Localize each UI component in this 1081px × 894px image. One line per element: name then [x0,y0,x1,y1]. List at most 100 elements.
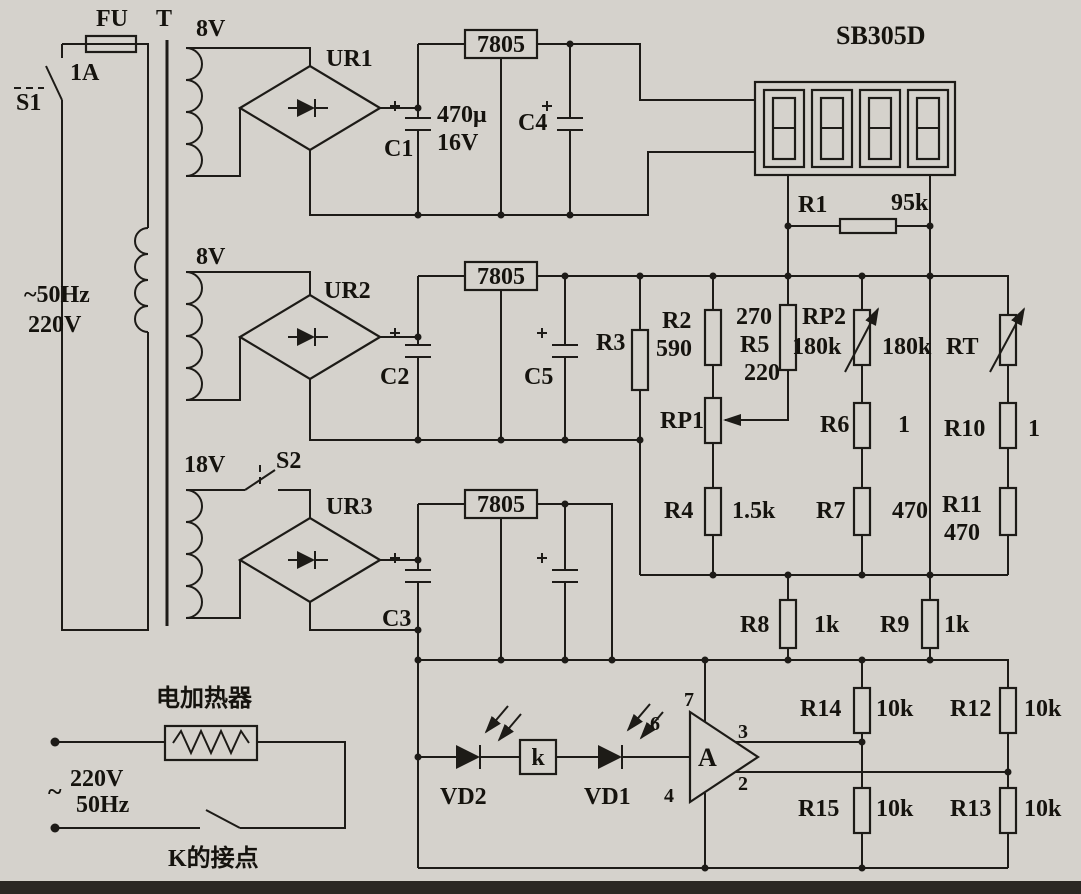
seven-segment-display-sb305d [753,80,957,177]
label-ur2: UR2 [324,278,371,304]
capacitor-c4 [542,101,583,131]
display-digit-4 [915,96,941,161]
label-heater-tilde: ~ [48,777,62,806]
label-rp2-value: 180k [792,334,842,360]
label-rp2: RP2 [802,304,846,330]
resistor-bodies [630,217,1025,835]
label-winding-top: 8V [196,16,226,42]
label-r4: R4 [664,498,693,524]
label-r5-series-value: 270 [736,304,772,330]
secondary-coil-3 [185,489,203,619]
resistor-r3-body [630,328,650,392]
circuit-wires [14,40,1009,869]
resistor-r10-body [998,401,1018,450]
relay-k-box: k [518,738,558,776]
label-c3: C3 [382,606,411,632]
display-digit-2 [819,96,845,161]
label-mains-frequency: ~50Hz [24,282,90,308]
label-r15: R15 [798,796,839,822]
junction-dots [414,40,1012,872]
regulator-7805-2: 7805 [463,260,539,292]
label-mains-voltage: 220V [28,312,82,338]
label-ur3: UR3 [326,494,373,520]
section3-wires [186,469,1009,869]
label-c5: C5 [524,364,553,390]
resistor-r6-body [852,401,872,450]
label-winding-middle: 8V [196,244,226,270]
label-r9-value: 1k [944,612,970,638]
capacitor-c3 [390,553,431,583]
label-fuse-rating: 1A [70,60,100,86]
label-vd1: VD1 [584,784,631,810]
label-c1-value: 470μ [437,102,487,128]
opamp-a [688,709,760,805]
capacitor-c1 [390,101,431,131]
label-r4-value: 1.5k [732,498,776,524]
right-network-wires [640,365,1009,868]
label-r2-value: 590 [656,336,692,362]
regulator-7805-3: 7805 [463,488,539,520]
label-c2: C2 [380,364,409,390]
label-r12: R12 [950,696,991,722]
label-r3: R3 [596,330,625,356]
regulator-3-label: 7805 [477,492,525,518]
scan-edge-shadow [0,881,1081,894]
label-pin3: 3 [738,721,748,743]
label-r13: R13 [950,796,991,822]
label-switch-s2: S2 [276,448,301,474]
label-c4: C4 [518,110,547,136]
label-r15-value: 10k [876,796,914,822]
label-vd2: VD2 [440,784,487,810]
resistor-r7-body [852,486,872,537]
label-r5-value: 220 [744,360,780,386]
label-rp1: RP1 [660,408,704,434]
heater-circuit-wires [55,741,346,829]
secondary-coil-1 [185,47,203,177]
potentiometer-rp1-body [703,396,723,445]
label-r10: R10 [944,416,985,442]
label-c1-rating: 16V [437,130,479,156]
capacitor-c6 [537,553,578,583]
label-r7: R7 [816,498,845,524]
resistor-r8-body [778,598,798,650]
labels: FU T 1A S1 ~50Hz 220V 8V 8V 18V S2 UR1 U… [16,6,1062,872]
display-feedback-wires [787,175,931,600]
resistor-r2-body [703,308,723,367]
capacitor-c5 [537,328,578,358]
label-r13-value: 10k [1024,796,1062,822]
resistor-r15-body [852,786,872,835]
resistor-r12-body [998,686,1018,735]
regulator-7805-1: 7805 [463,28,539,60]
label-r1: R1 [798,192,827,218]
label-rt: RT [946,334,979,360]
rp1-wiper-wire [723,370,789,426]
label-winding-bottom: 18V [184,452,226,478]
regulator-1-label: 7805 [477,32,525,58]
label-transformer: T [156,6,172,32]
label-r7-value: 470 [892,498,928,524]
primary-loop-wire [45,43,149,631]
label-opamp: A [698,743,717,772]
potentiometer-rp2-body [852,308,872,367]
resistor-r13-body [998,786,1018,835]
label-k-contact: K的接点 [168,844,259,872]
bridge-rectifier-ur2 [237,293,383,381]
secondary-coil-2 [185,271,203,401]
relay-k-label: k [531,745,545,771]
capacitor-c2 [390,328,431,358]
label-r6-value: 1 [898,412,910,438]
label-rp2-value-2: 180k [882,334,932,360]
label-pin2: 2 [738,773,748,795]
label-r14: R14 [800,696,841,722]
label-r8: R8 [740,612,769,638]
label-pin7: 7 [684,689,694,711]
label-r9: R9 [880,612,909,638]
label-pin6: 6 [650,713,660,735]
label-fuse: FU [96,6,128,32]
section1-wires [186,43,755,216]
rp2-adjust-arrow [844,307,879,373]
bridge-rectifier-ur3 [237,516,383,604]
photodiode-vd1 [598,703,664,769]
primary-coil [134,227,149,333]
